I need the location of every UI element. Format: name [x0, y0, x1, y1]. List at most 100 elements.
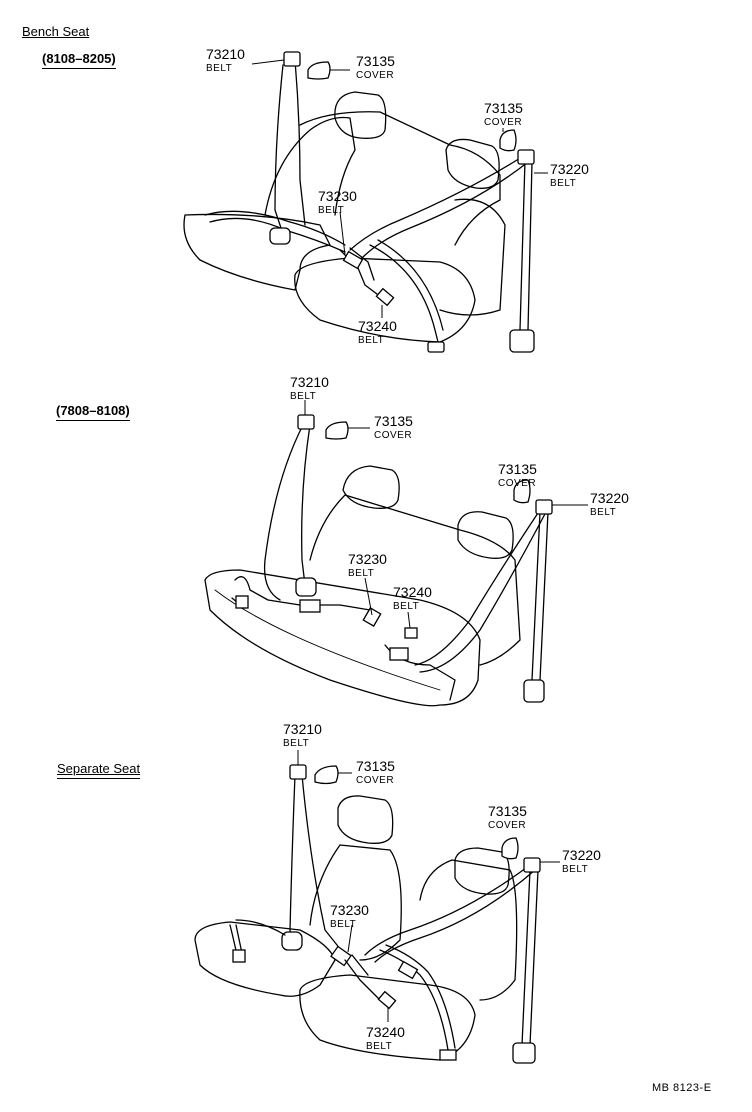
left-shoulder-belt-2: [263, 424, 311, 601]
part-number: 73240: [366, 1024, 405, 1040]
part-name: COVER: [498, 478, 537, 489]
heading-range-2-text: (7808–8108): [56, 403, 130, 418]
part-number: 73135: [484, 100, 523, 116]
part-number: 73230: [318, 188, 357, 204]
label-73135a-s3: 73135 COVER: [356, 759, 395, 786]
part-name: COVER: [374, 430, 413, 441]
bench-back: [299, 111, 501, 246]
label-73135b-s1: 73135 COVER: [484, 101, 523, 128]
right-lap-anchor: [427, 341, 445, 353]
part-name: COVER: [356, 70, 395, 81]
part-number: 73135: [374, 413, 413, 429]
right-lap-buckle-3: [397, 960, 419, 980]
cover-icon-b: [499, 129, 517, 152]
label-73210-s3: 73210 BELT: [283, 722, 322, 749]
right-belt-anchor-2: [535, 499, 553, 515]
center-buckle-2b: [362, 607, 382, 627]
part-number: 73210: [283, 721, 322, 737]
part-number: 73220: [550, 161, 589, 177]
leader-73240-2: [407, 611, 411, 629]
right-shoulder-belt: [349, 154, 529, 259]
right-lap-belt: [369, 239, 444, 351]
left-retractor: [269, 227, 291, 245]
left-seat-cushion: [183, 213, 331, 291]
cover-icon-3a: [314, 765, 339, 785]
label-73240-s3: 73240 BELT: [366, 1025, 405, 1052]
center-buckle-73240: [375, 287, 395, 307]
label-73230-s3: 73230 BELT: [330, 903, 369, 930]
center-buckle-2a: [299, 599, 321, 613]
label-73230-s2: 73230 BELT: [348, 552, 387, 579]
left-headrest: [334, 91, 387, 139]
part-number: 73220: [562, 847, 601, 863]
section-1-drawing: [183, 51, 548, 353]
leader-73230: [339, 211, 346, 256]
right-retractor-3: [512, 1042, 536, 1064]
right-headrest-3: [454, 847, 510, 895]
label-73240-s2: 73240 BELT: [393, 585, 432, 612]
label-73230-s1: 73230 BELT: [318, 189, 357, 216]
part-name: BELT: [393, 601, 420, 612]
bench-cushion: [204, 569, 481, 707]
leader-73230-2: [364, 577, 373, 616]
cover-icon-2b: [513, 479, 531, 504]
part-number: 73240: [358, 318, 397, 334]
heading-bench-seat: Bench Seat: [22, 25, 89, 38]
left-headrest-2: [342, 465, 400, 509]
label-73240-s1: 73240 BELT: [358, 319, 397, 346]
heading-range-2: (7808–8108): [56, 404, 130, 421]
heading-range-1-text: (8108–8205): [42, 51, 116, 66]
part-name: COVER: [488, 820, 527, 831]
part-number: 73230: [348, 551, 387, 567]
left-retractor-3: [281, 931, 303, 951]
bench-back-2: [309, 494, 521, 666]
left-belt-anchor: [283, 51, 301, 67]
right-lap-belt-2: [384, 644, 456, 701]
label-73135a-s2: 73135 COVER: [374, 414, 413, 441]
leader-73230-3: [347, 924, 353, 953]
part-number: 73135: [356, 53, 395, 69]
right-shoulder-belt-2: [414, 509, 547, 673]
left-belt-anchor-3: [289, 764, 307, 780]
left-shoulder-belt: [274, 59, 306, 241]
part-number: 73135: [356, 758, 395, 774]
diagram-code: MB 8123-E: [652, 1082, 712, 1094]
center-buckle-73230: [342, 250, 364, 270]
label-73210-s2: 73210 BELT: [290, 375, 329, 402]
section-3-drawing: [194, 750, 560, 1064]
part-name: COVER: [356, 775, 395, 786]
part-number: 73210: [290, 374, 329, 390]
left-lap-anchor-2: [235, 595, 249, 609]
part-name: BELT: [283, 738, 310, 749]
right-retractor: [509, 329, 535, 353]
section-2-drawing: [204, 400, 588, 707]
part-name: BELT: [550, 178, 577, 189]
part-name: BELT: [358, 335, 385, 346]
center-buckle-73240-2: [389, 647, 409, 661]
bench-cushion-seam: [214, 589, 441, 691]
heading-separate-seat: Separate Seat: [57, 762, 141, 779]
right-shoulder-belt-3: [364, 864, 536, 963]
left-retractor-2: [295, 577, 317, 597]
right-seat-back: [439, 198, 506, 316]
label-73135b-s2: 73135 COVER: [498, 462, 537, 489]
part-number: 73220: [590, 490, 629, 506]
label-73220-s1: 73220 BELT: [550, 162, 589, 189]
label-73135a-s1: 73135 COVER: [356, 54, 395, 81]
right-belt-anchor-3: [523, 857, 541, 873]
part-name: BELT: [330, 919, 357, 930]
heading-bench-seat-text: Bench Seat: [22, 24, 90, 39]
cover-icon-2a: [325, 421, 349, 440]
label-73135b-s3: 73135 COVER: [488, 804, 527, 831]
left-headrest-3: [337, 795, 394, 844]
part-name: BELT: [206, 63, 233, 74]
cover-icon-3b: [501, 837, 519, 860]
label-73220-s2: 73220 BELT: [590, 491, 629, 518]
part-number: 73135: [488, 803, 527, 819]
part-name: BELT: [590, 507, 617, 518]
left-seat-back-3: [309, 844, 402, 961]
right-seat-back-3: [419, 859, 518, 1001]
center-buckle-2c: [404, 627, 418, 639]
right-headrest: [445, 138, 500, 189]
